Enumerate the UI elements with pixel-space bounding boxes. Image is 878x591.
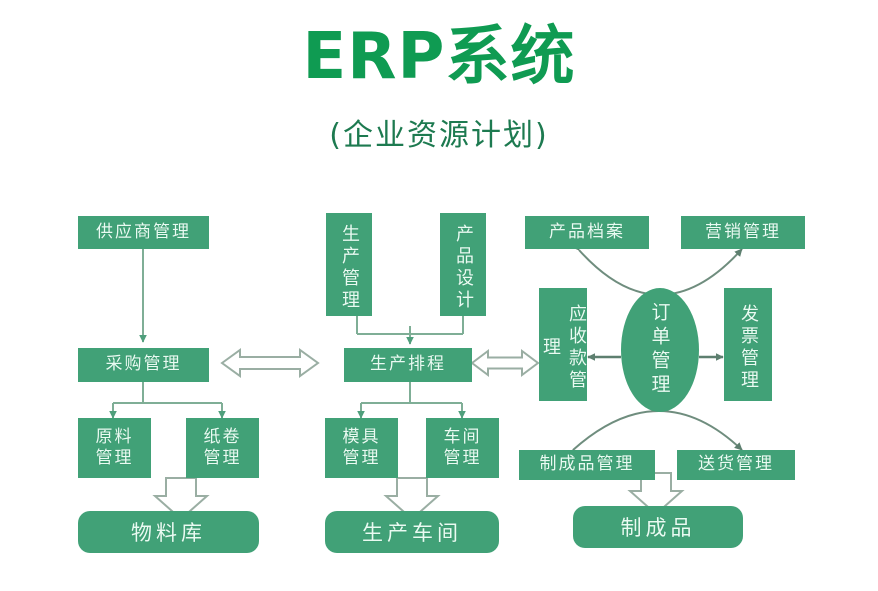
wire-order-arc-lower (565, 410, 743, 458)
node-line-1: 原料 (95, 426, 134, 447)
node-production-workshop[interactable]: 生产车间 (325, 511, 499, 553)
node-paper-roll-management[interactable]: 纸卷 管理 (186, 418, 259, 478)
node-line-1: 车间 (443, 426, 482, 447)
node-line-1: 模具 (342, 426, 381, 447)
node-line-2: 管理 (95, 448, 134, 468)
node-line-2: 管理 (203, 448, 242, 468)
node-product-archive[interactable]: 产品档案 (525, 216, 649, 249)
node-finished-goods[interactable]: 制成品 (573, 506, 743, 548)
node-line-1: 纸卷 (203, 426, 242, 447)
double-arrow-scheduling-receivables (470, 349, 540, 377)
node-production-management[interactable]: 生产管理 (326, 213, 372, 316)
node-product-design[interactable]: 产品设计 (440, 213, 486, 316)
node-raw-material-management[interactable]: 原料 管理 (78, 418, 151, 478)
node-accounts-receivable-management[interactable]: 应收款管理 (539, 288, 587, 401)
double-arrow-purchasing-scheduling (220, 348, 320, 378)
node-line-2: 管理 (443, 448, 482, 468)
node-invoice-management[interactable]: 发票管理 (724, 288, 772, 401)
node-line-2: 管理 (342, 448, 381, 468)
node-mold-management[interactable]: 模具 管理 (325, 418, 398, 478)
node-finished-goods-management[interactable]: 制成品管理 (519, 450, 655, 480)
node-delivery-management[interactable]: 送货管理 (677, 450, 795, 480)
node-workshop-management[interactable]: 车间 管理 (426, 418, 499, 478)
wire-production-fork (356, 316, 464, 345)
wire-scheduling-fork (357, 382, 466, 419)
page-title: ERP系统 (302, 20, 576, 94)
node-marketing-management[interactable]: 营销管理 (681, 216, 805, 249)
page-subtitle: (企业资源计划) (329, 118, 549, 153)
wire-purchasing-fork (109, 382, 226, 419)
node-material-warehouse[interactable]: 物料库 (78, 511, 259, 553)
node-supplier-management[interactable]: 供应商管理 (78, 216, 209, 249)
node-order-management[interactable]: 订单管理 (621, 288, 699, 412)
node-production-scheduling[interactable]: 生产排程 (344, 348, 472, 382)
node-purchasing-management[interactable]: 采购管理 (78, 348, 209, 382)
